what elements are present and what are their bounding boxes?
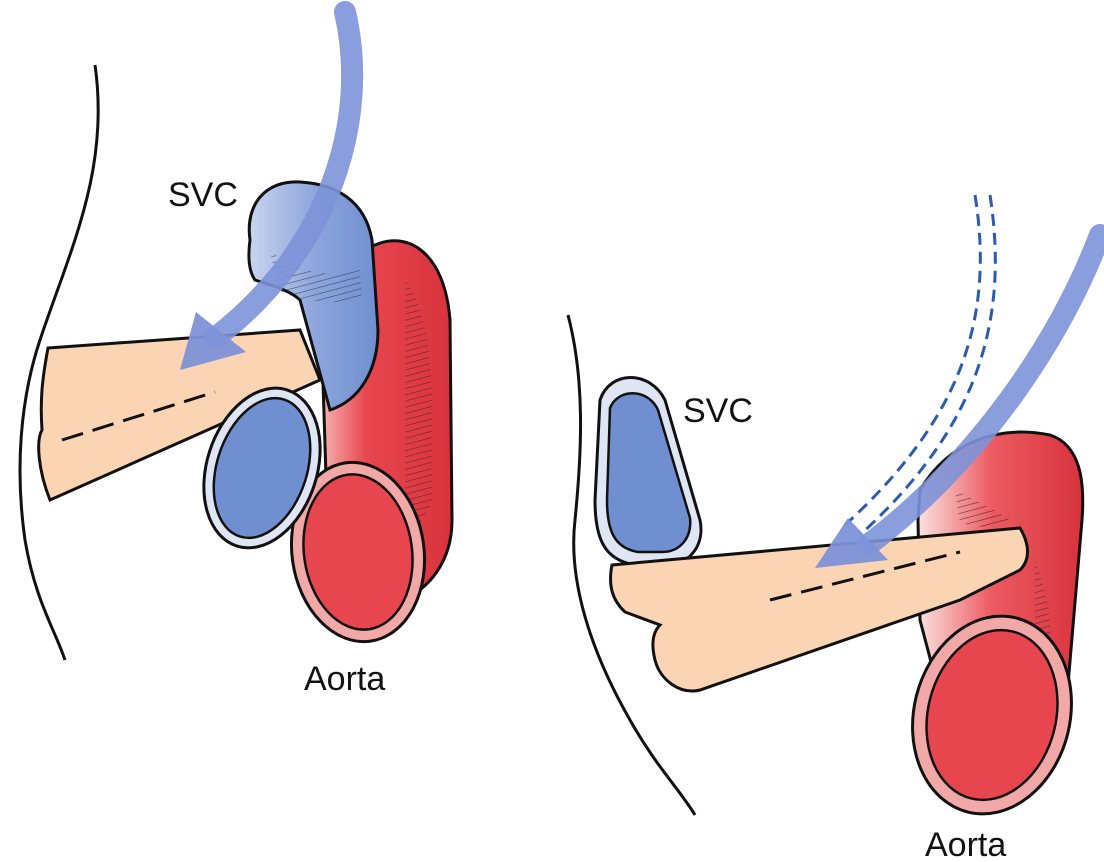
left-svc-label: SVC xyxy=(168,176,238,214)
right-panel: SVC Aorta xyxy=(568,195,1100,862)
right-aorta-label: Aorta xyxy=(925,826,1006,862)
left-panel: SVC Aorta xyxy=(20,12,452,698)
right-svc-label: SVC xyxy=(683,392,753,430)
left-aorta-label: Aorta xyxy=(304,660,385,698)
